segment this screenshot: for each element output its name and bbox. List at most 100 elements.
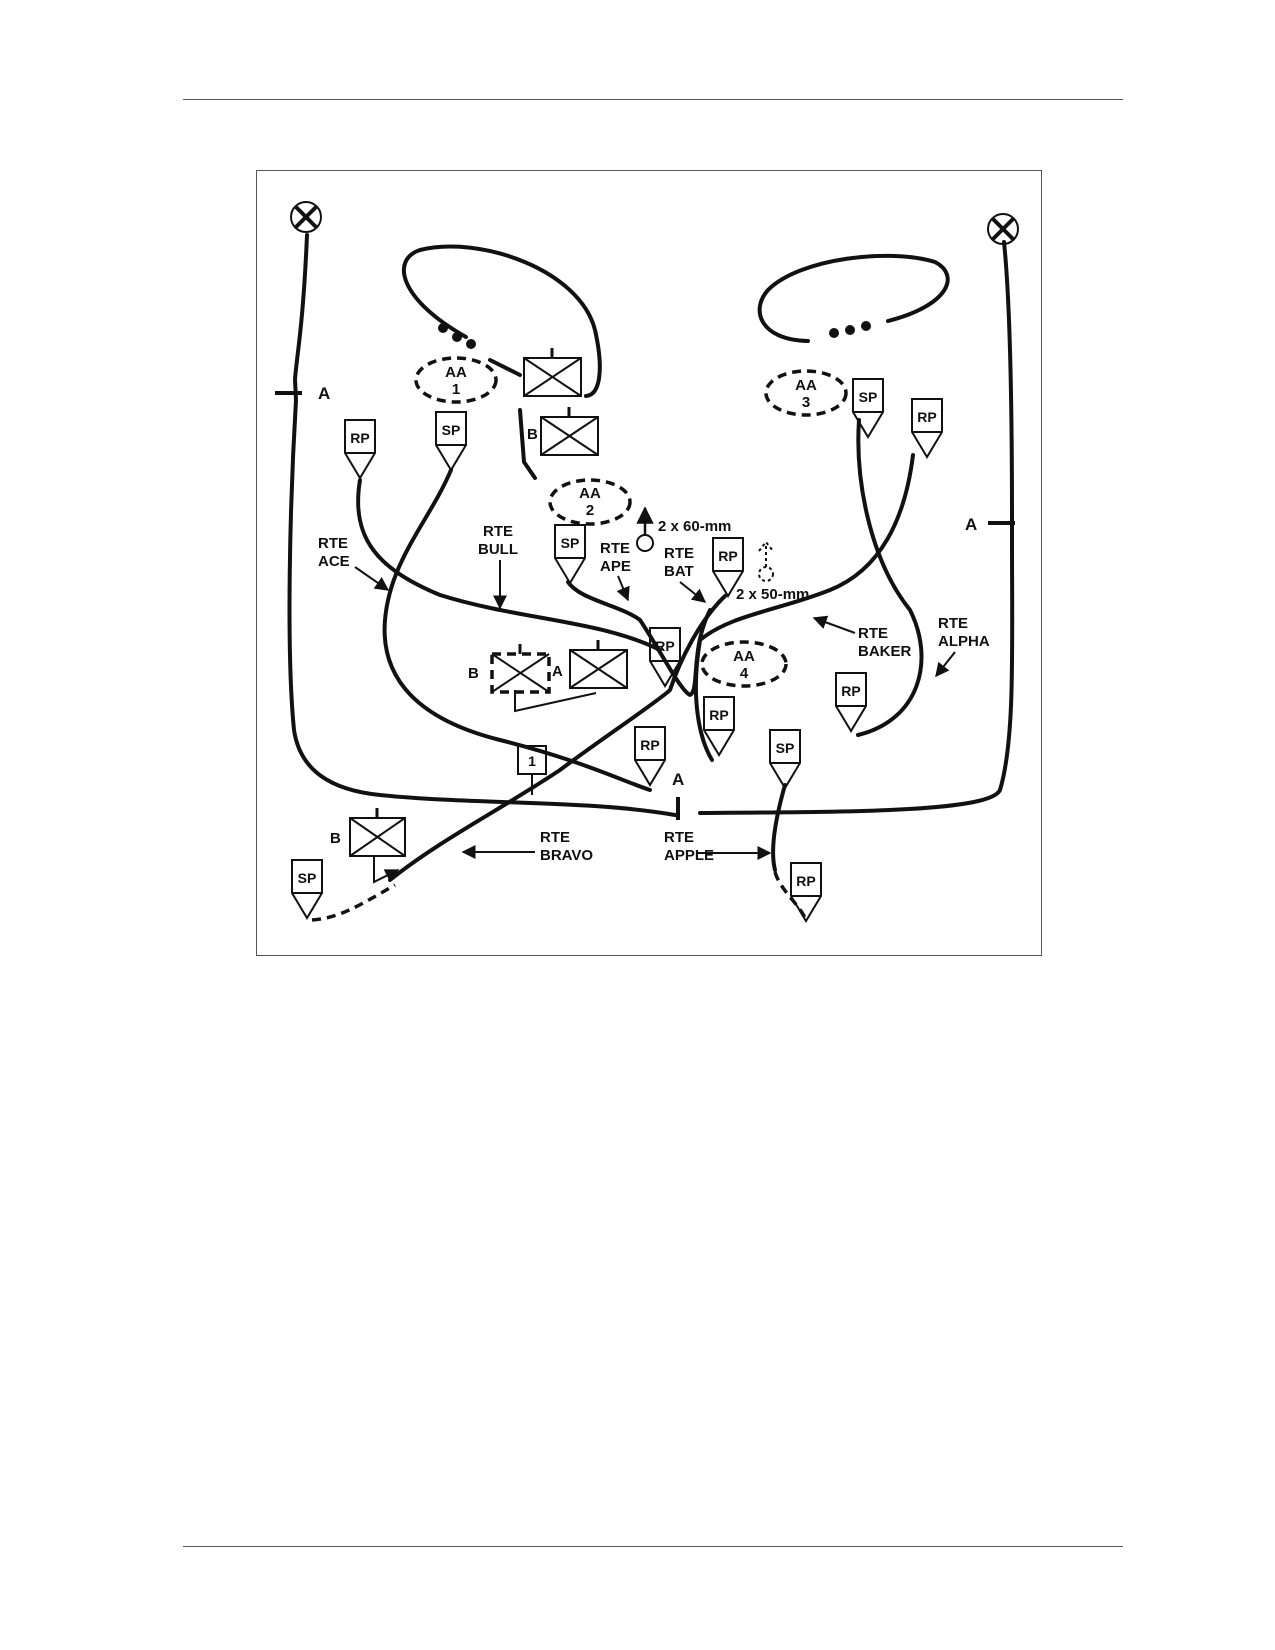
unit-b-bottom-arrow (373, 855, 400, 884)
svg-text:RP: RP (796, 873, 815, 889)
svg-text:RTE: RTE (483, 523, 513, 540)
boxed-x-icon (349, 808, 406, 857)
ellipsis-dots-right (829, 321, 871, 338)
route-ape-line (566, 580, 712, 697)
boundary-label-right: A (965, 515, 977, 534)
mortar-60-icon (636, 506, 654, 552)
svg-text:SP: SP (442, 422, 461, 438)
left-boundary-line (287, 233, 677, 817)
boundary-label-bottom: A (672, 770, 684, 789)
pennant-rp-8: RP (790, 862, 822, 923)
route-bravo-dashed (311, 883, 396, 922)
boxed-x-icon (569, 640, 628, 689)
ellipsis-dots-left (438, 323, 476, 349)
circle-x-icon (987, 213, 1019, 245)
unit-label-b-mid: B (468, 665, 479, 682)
svg-text:ALPHA: ALPHA (938, 633, 990, 650)
svg-text:1: 1 (452, 381, 460, 398)
svg-text:AA: AA (445, 364, 467, 381)
header-rule (183, 99, 1123, 100)
svg-text:RTE: RTE (664, 545, 694, 562)
svg-text:1: 1 (528, 753, 536, 769)
svg-text:SP: SP (859, 389, 878, 405)
svg-text:RTE: RTE (600, 540, 630, 557)
label-rte-ape: RTE APE (600, 540, 631, 602)
pennant-rp-1: RP (344, 419, 376, 480)
mortar-50-label: 2 x 50-mm (736, 586, 809, 603)
svg-text:BAKER: BAKER (858, 643, 912, 660)
label-rte-bat: RTE BAT (664, 545, 707, 603)
mortar-50-icon (758, 540, 774, 582)
unit-label-b-bottom: B (330, 830, 341, 847)
svg-text:SP: SP (298, 870, 317, 886)
pennant-sp-1: SP (435, 411, 467, 472)
label-rte-ace: RTE ACE (318, 535, 390, 591)
svg-text:2: 2 (586, 502, 594, 519)
svg-text:BRAVO: BRAVO (540, 847, 593, 864)
svg-text:4: 4 (740, 665, 749, 682)
label-rte-bravo: RTE BRAVO (461, 829, 593, 864)
boxed-x-icon-dashed (490, 644, 551, 694)
pennant-rp-5: RP (703, 696, 735, 757)
pennant-sp-3: SP (852, 378, 884, 439)
svg-text:BAT: BAT (664, 563, 694, 580)
route-bat-line (388, 594, 727, 882)
footer-rule (183, 1546, 1123, 1547)
svg-text:APPLE: APPLE (664, 847, 714, 864)
pennant-rp-4: RP (649, 627, 681, 688)
boxed-x-icon (523, 348, 582, 397)
aa1-trail-line (488, 358, 537, 480)
svg-text:RTE: RTE (938, 615, 968, 632)
boxed-x-icon (540, 407, 599, 456)
svg-text:RP: RP (841, 683, 860, 699)
route-apple-line (771, 783, 787, 872)
pennant-sp-2: SP (554, 524, 586, 585)
svg-text:RP: RP (917, 409, 936, 425)
pennant-rp-2: RP (712, 537, 744, 598)
route-ace-line (356, 478, 662, 652)
svg-text:BULL: BULL (478, 541, 518, 558)
assembly-area-1: AA 1 (414, 356, 498, 404)
unit-label-a-mid: A (552, 663, 563, 680)
boundary-label-left: A (318, 384, 330, 403)
svg-text:RP: RP (350, 430, 369, 446)
svg-text:RTE: RTE (540, 829, 570, 846)
label-rte-alpha: RTE ALPHA (935, 615, 990, 678)
svg-text:APE: APE (600, 558, 631, 575)
label-rte-bull: RTE BULL (478, 523, 518, 610)
svg-text:RP: RP (655, 638, 674, 654)
assembly-loop-left (402, 244, 602, 398)
assembly-area-4: AA 4 (700, 640, 788, 688)
route-bull-line (382, 468, 652, 792)
mortar-60-label: 2 x 60-mm (658, 518, 731, 535)
svg-text:RTE: RTE (318, 535, 348, 552)
label-rte-baker: RTE BAKER (812, 615, 912, 660)
pennant-rp-7: RP (634, 726, 666, 787)
svg-text:AA: AA (733, 648, 755, 665)
svg-text:AA: AA (795, 377, 817, 394)
svg-text:SP: SP (776, 740, 795, 756)
svg-text:SP: SP (561, 535, 580, 551)
svg-text:3: 3 (802, 394, 810, 411)
svg-text:RP: RP (718, 548, 737, 564)
svg-text:AA: AA (579, 485, 601, 502)
route-alpha-line (856, 418, 924, 737)
pennant-rp-3: RP (911, 398, 943, 459)
svg-text:ACE: ACE (318, 553, 350, 570)
svg-text:RP: RP (640, 737, 659, 753)
unit-link-line (514, 690, 597, 713)
route-baker-line (693, 453, 915, 762)
assembly-area-2: AA 2 (548, 478, 632, 526)
marker-one: 1 (517, 745, 547, 795)
pennant-sp-4: SP (769, 729, 801, 790)
right-boundary-line (698, 240, 1015, 815)
label-rte-apple: RTE APPLE (664, 829, 772, 864)
assembly-area-3: AA 3 (764, 369, 848, 417)
circle-x-icon (290, 201, 322, 233)
svg-text:RP: RP (709, 707, 728, 723)
svg-text:RTE: RTE (858, 625, 888, 642)
svg-text:RTE: RTE (664, 829, 694, 846)
pennant-sp-5: SP (291, 859, 323, 920)
pennant-rp-6: RP (835, 672, 867, 733)
